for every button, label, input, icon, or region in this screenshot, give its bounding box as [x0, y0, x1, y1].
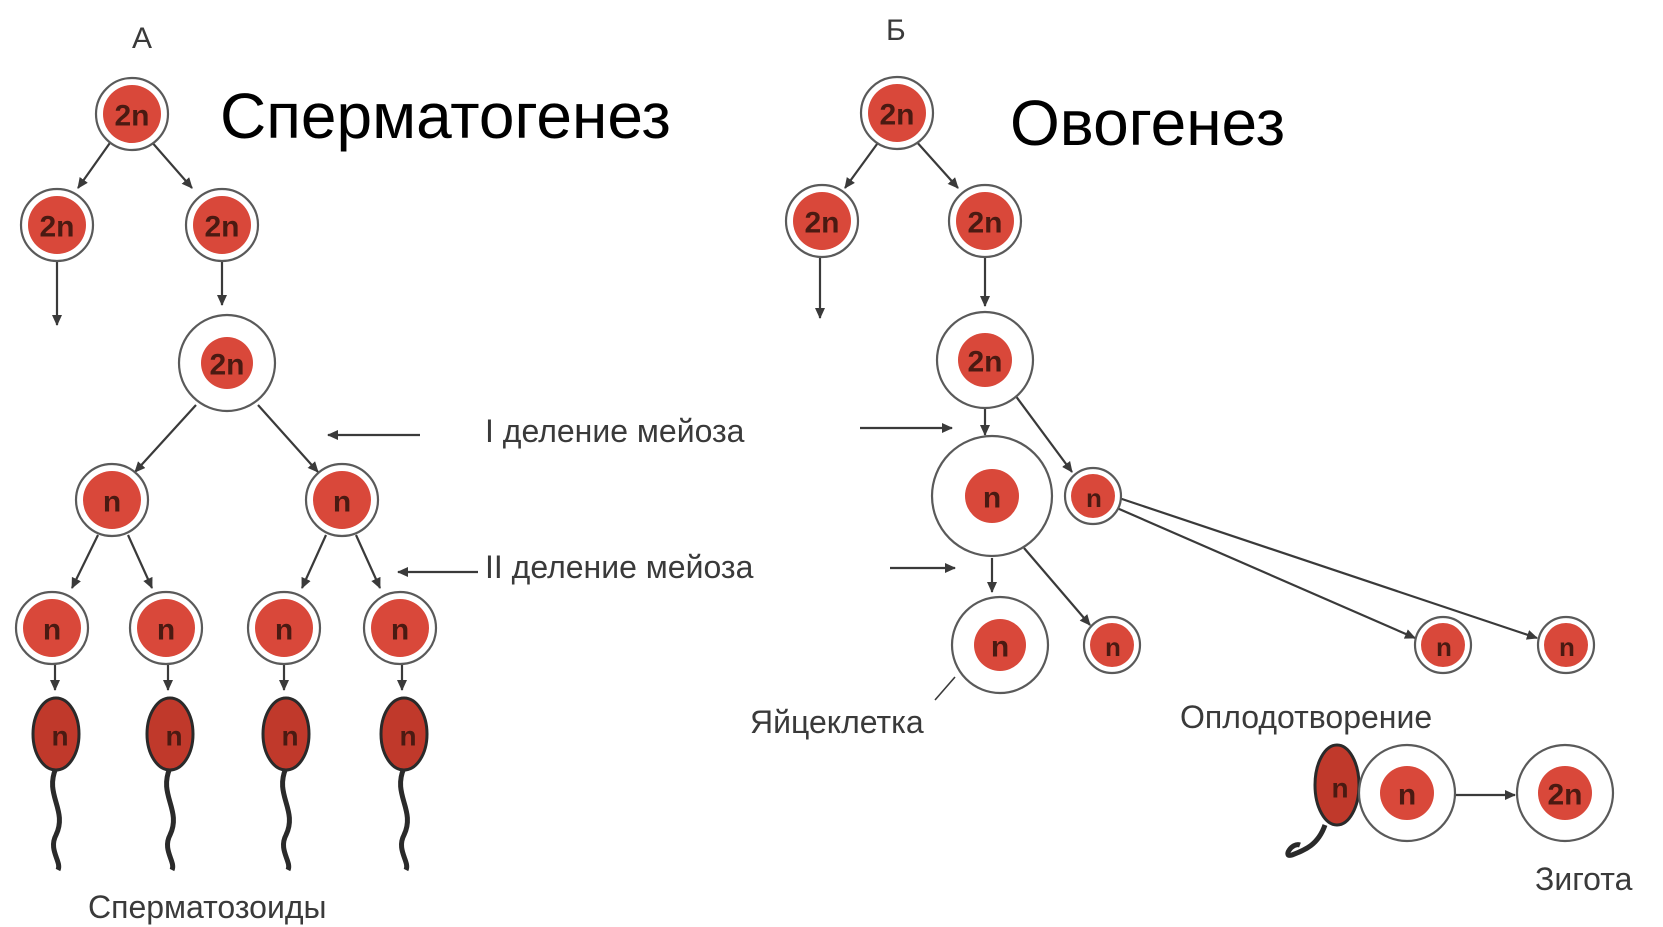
svg-text:n: n — [391, 614, 409, 647]
svg-text:2n: 2n — [879, 99, 914, 132]
egg-label: Яйцеклетка — [750, 704, 924, 740]
spermatogenesis-title: Сперматогенез — [220, 80, 671, 152]
meiosis-1-pointers — [327, 423, 953, 440]
svg-text:n: n — [1398, 779, 1416, 812]
fertilization-label: Оплодотворение — [1180, 699, 1432, 735]
spermatogonium-daughter-right: 2n — [184, 187, 260, 263]
meiosis-1-label: I деление мейоза — [485, 413, 745, 449]
svg-text:2n: 2n — [204, 211, 239, 244]
svg-text:n: n — [399, 721, 416, 752]
spermatozoa-label: Сперматозоиды — [88, 889, 327, 925]
spermatid-2: n — [128, 590, 204, 666]
svg-text:2n: 2n — [804, 207, 839, 240]
svg-text:n: n — [1331, 773, 1348, 804]
svg-text:n: n — [1559, 632, 1575, 662]
svg-text:2n: 2n — [209, 349, 244, 382]
spermatozoon-2: n — [145, 696, 195, 872]
svg-text:n: n — [333, 486, 351, 519]
meiosis-2-pointers — [397, 563, 956, 577]
meiosis-2-label: II деление мейоза — [485, 549, 754, 585]
spermatozoon-1: n — [31, 696, 81, 872]
spermatid-1: n — [14, 590, 90, 666]
primary-spermatocyte: 2n — [177, 313, 277, 413]
polar-body-2: n — [1413, 615, 1473, 675]
fertilizing-spermatozoon: n — [1285, 743, 1361, 858]
oogenesis-arrows — [815, 139, 1538, 800]
panel-letter-b: Б — [886, 14, 906, 47]
svg-text:n: n — [275, 614, 293, 647]
polar-body-3: n — [1536, 615, 1596, 675]
polar-body-1: n — [1082, 615, 1142, 675]
svg-text:n: n — [281, 721, 298, 752]
svg-text:2n: 2n — [39, 211, 74, 244]
egg-label-pointer — [934, 676, 956, 701]
svg-text:n: n — [1086, 483, 1102, 513]
fertilized-egg: n — [1357, 743, 1457, 843]
svg-text:n: n — [51, 721, 68, 752]
svg-text:n: n — [991, 631, 1009, 664]
primary-oocyte: 2n — [935, 310, 1035, 410]
secondary-spermatocyte-right: n — [304, 462, 380, 538]
spermatid-3: n — [246, 590, 322, 666]
svg-text:n: n — [1436, 632, 1452, 662]
svg-text:n: n — [103, 486, 121, 519]
svg-text:n: n — [43, 614, 61, 647]
spermatogonium-daughter-left: 2n — [19, 187, 95, 263]
svg-text:n: n — [1105, 632, 1121, 662]
spermatid-4: n — [362, 590, 438, 666]
spermatogenesis-arrows — [50, 139, 407, 691]
oogonium-daughter-right: 2n — [947, 183, 1023, 259]
zygote: 2n — [1515, 743, 1615, 843]
svg-text:n: n — [983, 482, 1001, 515]
svg-text:2n: 2n — [1547, 779, 1582, 812]
first-polar-body: n — [1063, 466, 1123, 526]
svg-text:n: n — [157, 614, 175, 647]
zygote-label: Зигота — [1535, 861, 1633, 897]
oogenesis-title: Овогенез — [1010, 87, 1285, 159]
oogonium: 2n — [859, 75, 935, 151]
spermatozoon-3: n — [261, 696, 311, 872]
svg-text:n: n — [165, 721, 182, 752]
oogonium-daughter-left: 2n — [784, 183, 860, 259]
secondary-oocyte: n — [930, 434, 1054, 558]
spermatozoon-4: n — [379, 696, 429, 872]
svg-text:2n: 2n — [967, 346, 1002, 379]
egg-cell: n — [950, 595, 1050, 695]
panel-letter-a: А — [132, 22, 152, 55]
svg-text:2n: 2n — [967, 207, 1002, 240]
secondary-spermatocyte-left: n — [74, 462, 150, 538]
svg-text:2n: 2n — [114, 100, 149, 133]
spermatogonium: 2n — [94, 76, 170, 152]
